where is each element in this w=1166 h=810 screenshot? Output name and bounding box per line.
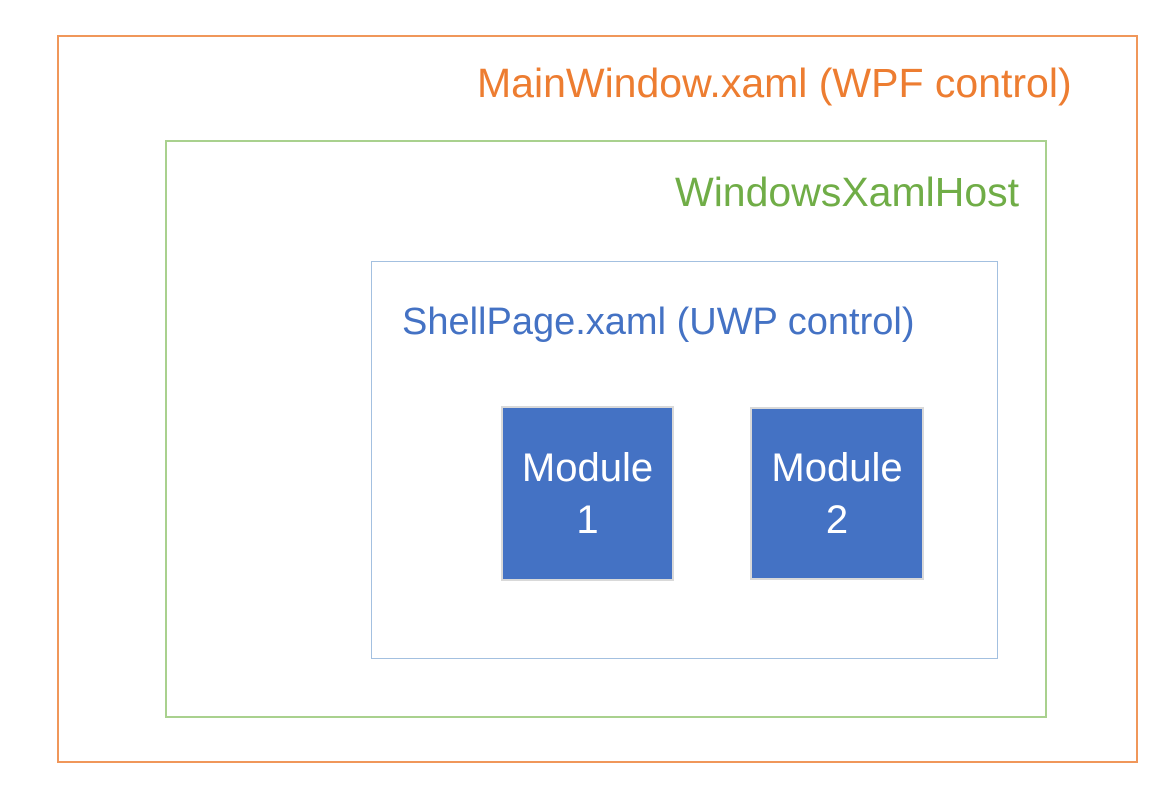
mainwindow-wpf-box — [57, 35, 1138, 763]
module-1-label-line1: Module — [521, 445, 654, 490]
module-2-label-line1: Module — [771, 445, 903, 490]
module-2-label-line2: 2 — [825, 497, 849, 542]
module-2-box: Module 2 — [750, 407, 924, 580]
module-1-label-line2: 1 — [576, 497, 599, 542]
mainwindow-wpf-label: MainWindow.xaml (WPF control) — [477, 60, 1072, 106]
windowsxamlhost-label: WindowsXamlHost — [675, 169, 1020, 215]
shellpage-uwp-label: ShellPage.xaml (UWP control) — [402, 301, 915, 343]
windowsxamlhost-box — [165, 140, 1047, 718]
module-1-box: Module 1 — [501, 406, 674, 581]
shellpage-uwp-box — [371, 261, 998, 659]
